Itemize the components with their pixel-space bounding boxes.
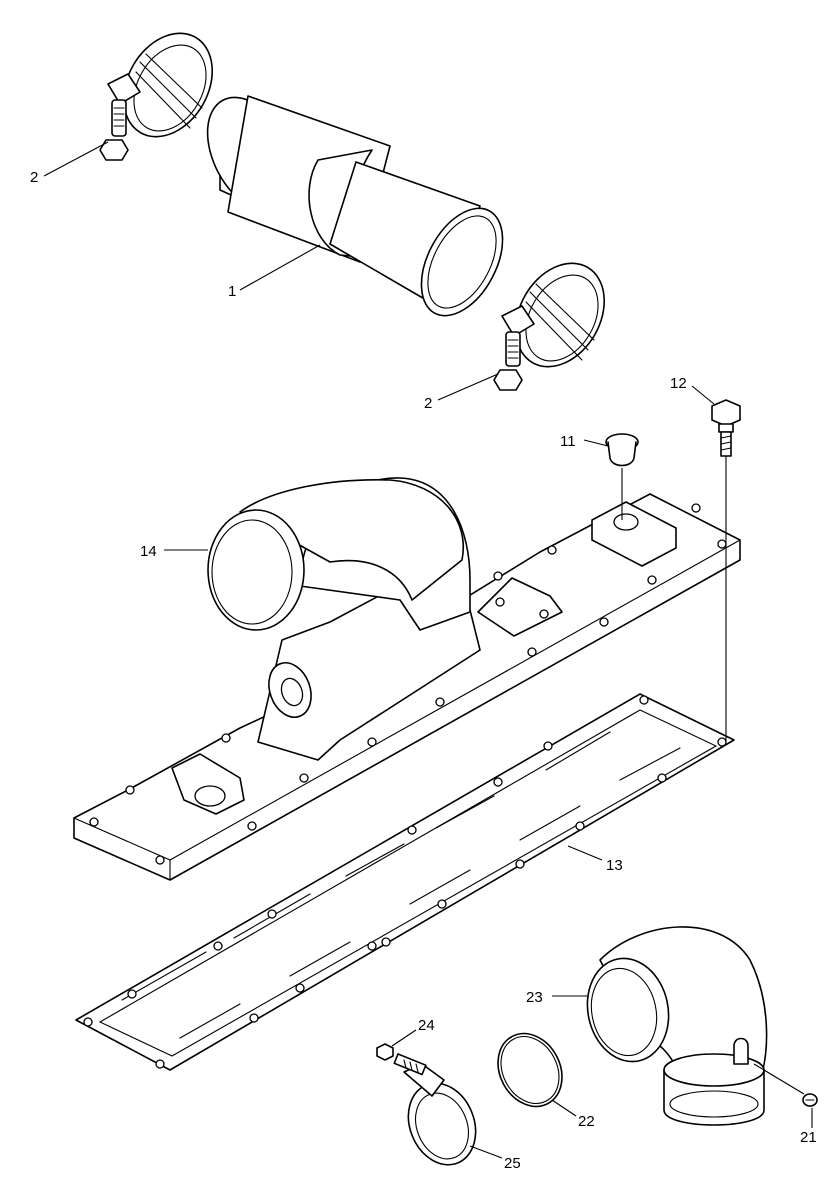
part-11-plug (605, 433, 639, 467)
part-2-clamp-lower (493, 262, 606, 391)
callout-2-lower: 2 (424, 395, 432, 412)
part-1-pipe (206, 95, 504, 317)
callout-23: 23 (526, 989, 543, 1006)
part-24-screw (376, 1043, 394, 1061)
part-2-clamp-upper (99, 32, 214, 161)
callout-1: 1 (228, 283, 236, 300)
callout-2-upper: 2 (30, 169, 38, 186)
part-25-clamp (393, 1053, 477, 1166)
callouts: 1 2 2 11 12 13 14 21 22 23 24 25 (30, 169, 817, 1172)
callout-25: 25 (504, 1155, 521, 1172)
callout-12: 12 (670, 375, 687, 392)
part-14-manifold (73, 477, 741, 881)
part-12-bolt (711, 399, 741, 457)
part-21-screw (802, 1093, 818, 1107)
callout-13: 13 (606, 857, 623, 874)
part-23-elbow (586, 926, 768, 1126)
callout-21: 21 (800, 1129, 817, 1146)
leader-lines (43, 141, 813, 1159)
part-22-oring (497, 1032, 563, 1108)
part-13-gasket (75, 693, 735, 1071)
callout-11: 11 (560, 433, 576, 450)
callout-24: 24 (418, 1017, 435, 1034)
callout-14: 14 (140, 543, 157, 560)
callout-22: 22 (578, 1113, 595, 1130)
